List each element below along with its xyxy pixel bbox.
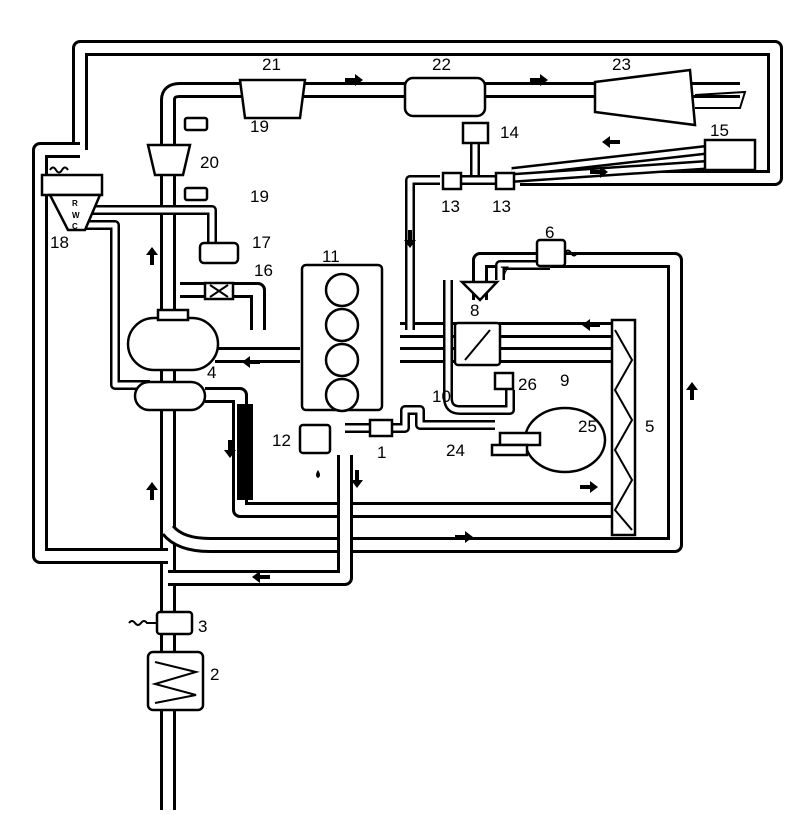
intercooler xyxy=(610,318,637,537)
muffler-23 xyxy=(593,68,747,127)
callout-9: 9 xyxy=(560,371,569,390)
canister-14 xyxy=(461,121,490,145)
callout-8: 8 xyxy=(470,301,479,320)
wastegate-label-r: R xyxy=(72,199,78,208)
check-valve-26 xyxy=(493,371,515,391)
callout-24: 24 xyxy=(446,441,465,460)
check-valve-1 xyxy=(368,418,394,438)
callout-25: 25 xyxy=(578,417,597,436)
check-valves-13 xyxy=(441,171,516,191)
callout-20: 20 xyxy=(200,153,219,172)
pipe-network xyxy=(32,40,783,810)
bypass-valve-16 xyxy=(203,281,235,301)
callout-2: 2 xyxy=(210,665,219,684)
callout-7: 7 xyxy=(500,263,509,282)
callout-1: 1 xyxy=(377,443,386,462)
callout-10: 10 xyxy=(432,387,451,406)
callout-19a: 19 xyxy=(250,117,269,136)
callout-4: 4 xyxy=(207,363,216,382)
vacuum-hoses xyxy=(85,140,706,433)
callout-numbers: 1 2 3 4 5 6 7 8 9 10 11 12 13 13 14 15 1… xyxy=(50,55,729,684)
callout-16: 16 xyxy=(254,261,273,280)
flow-arrows xyxy=(146,74,698,583)
sensor-12 xyxy=(298,423,332,478)
converter-22 xyxy=(403,76,487,118)
callout-14: 14 xyxy=(500,123,519,142)
air-filter xyxy=(146,650,205,712)
turbo-pipe-20 xyxy=(146,143,192,177)
callout-21: 21 xyxy=(262,55,281,74)
o2-sensors-19 xyxy=(183,116,209,202)
callout-12: 12 xyxy=(272,431,291,450)
callout-13b: 13 xyxy=(492,197,511,216)
callout-13a: 13 xyxy=(441,197,460,216)
callout-19b: 19 xyxy=(250,187,269,206)
callout-5: 5 xyxy=(645,417,654,436)
wastegate-label-c: C xyxy=(72,222,78,231)
callout-11: 11 xyxy=(322,247,340,266)
callout-6: 6 xyxy=(545,223,554,242)
callout-17: 17 xyxy=(252,233,271,252)
brake-booster xyxy=(490,406,607,474)
wastegate-label-w: W xyxy=(72,211,80,220)
turbocharger xyxy=(126,308,220,412)
boost-valve-17 xyxy=(198,241,240,265)
callout-26: 26 xyxy=(518,375,537,394)
callout-3: 3 xyxy=(198,617,207,636)
wastegate-actuator-18: R W C xyxy=(40,166,104,232)
fuel-tank-15 xyxy=(703,138,757,172)
callout-15: 15 xyxy=(710,121,729,140)
throttle-body xyxy=(453,280,502,367)
valve-6 xyxy=(535,238,578,268)
catalytic-converter-21 xyxy=(238,78,307,120)
callout-23: 23 xyxy=(612,55,631,74)
cylinder-block xyxy=(300,263,384,413)
mass-air-flow-sensor xyxy=(128,610,194,636)
callout-22: 22 xyxy=(432,55,451,74)
callout-18: 18 xyxy=(50,233,69,252)
